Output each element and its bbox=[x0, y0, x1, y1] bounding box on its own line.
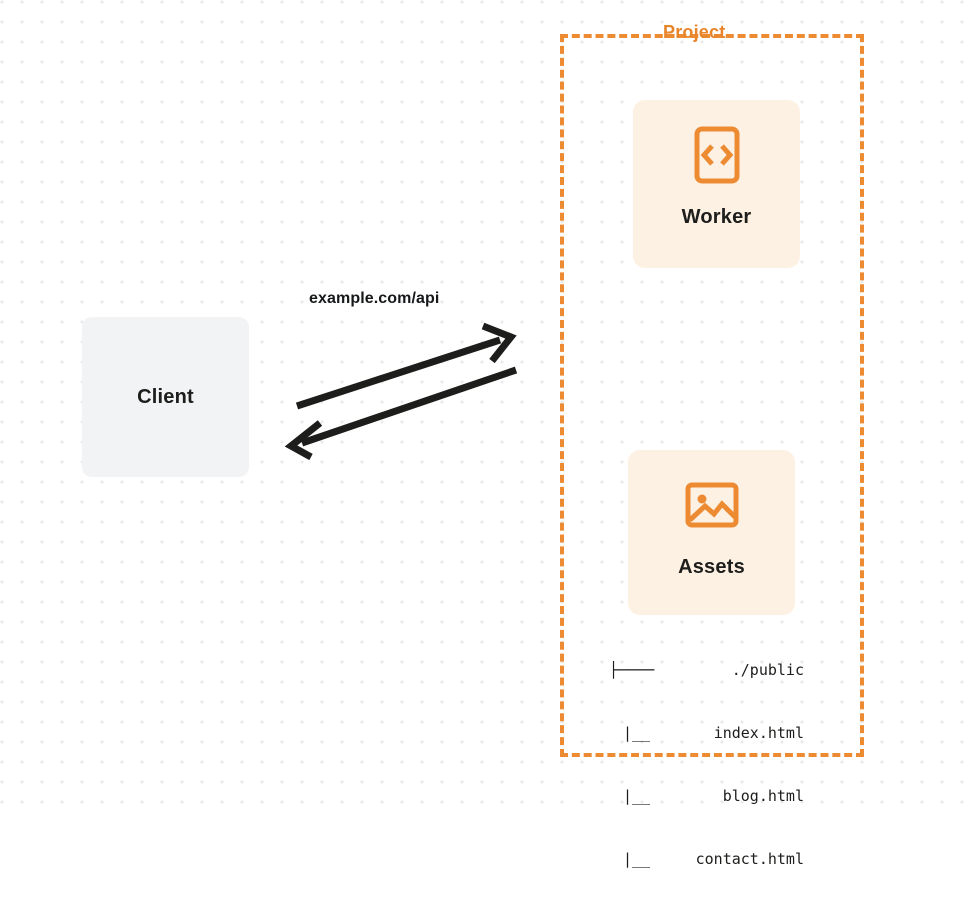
client-node: Client bbox=[82, 317, 249, 477]
tree-row: ├──── ./public bbox=[609, 660, 804, 681]
project-boundary bbox=[560, 34, 864, 757]
tree-branch-glyph: |__ bbox=[623, 787, 651, 805]
tree-branch-glyph: ├──── bbox=[609, 661, 655, 679]
tree-row: |__ contact.html bbox=[609, 849, 804, 870]
tree-node-name: index.html bbox=[713, 724, 804, 742]
worker-card-label: Worker bbox=[681, 206, 752, 228]
diagram-canvas: Client example.com/api Project Worker bbox=[82, 22, 864, 868]
tree-row: |__ blog.html bbox=[609, 786, 804, 807]
tree-node-name: blog.html bbox=[722, 787, 804, 805]
tree-branch-glyph: |__ bbox=[623, 850, 651, 868]
connection-label: example.com/api bbox=[309, 290, 440, 307]
tree-node-name: contact.html bbox=[695, 850, 804, 868]
tree-row: |__ index.html bbox=[609, 723, 804, 744]
assets-service-card: Assets bbox=[628, 450, 795, 615]
client-node-label: Client bbox=[137, 385, 194, 408]
assets-file-tree: ├──── ./public |__ index.html |__ blog.h… bbox=[609, 618, 804, 912]
project-title: Project bbox=[663, 22, 726, 42]
tree-branch-glyph: |__ bbox=[623, 724, 651, 742]
code-brackets-icon bbox=[694, 126, 739, 184]
image-icon bbox=[685, 482, 738, 528]
worker-service-card: Worker bbox=[633, 100, 800, 268]
arrow-left-icon bbox=[284, 366, 518, 461]
assets-card-label: Assets bbox=[678, 556, 745, 578]
tree-node-name: ./public bbox=[731, 661, 804, 679]
arrow-right-icon bbox=[295, 322, 517, 410]
